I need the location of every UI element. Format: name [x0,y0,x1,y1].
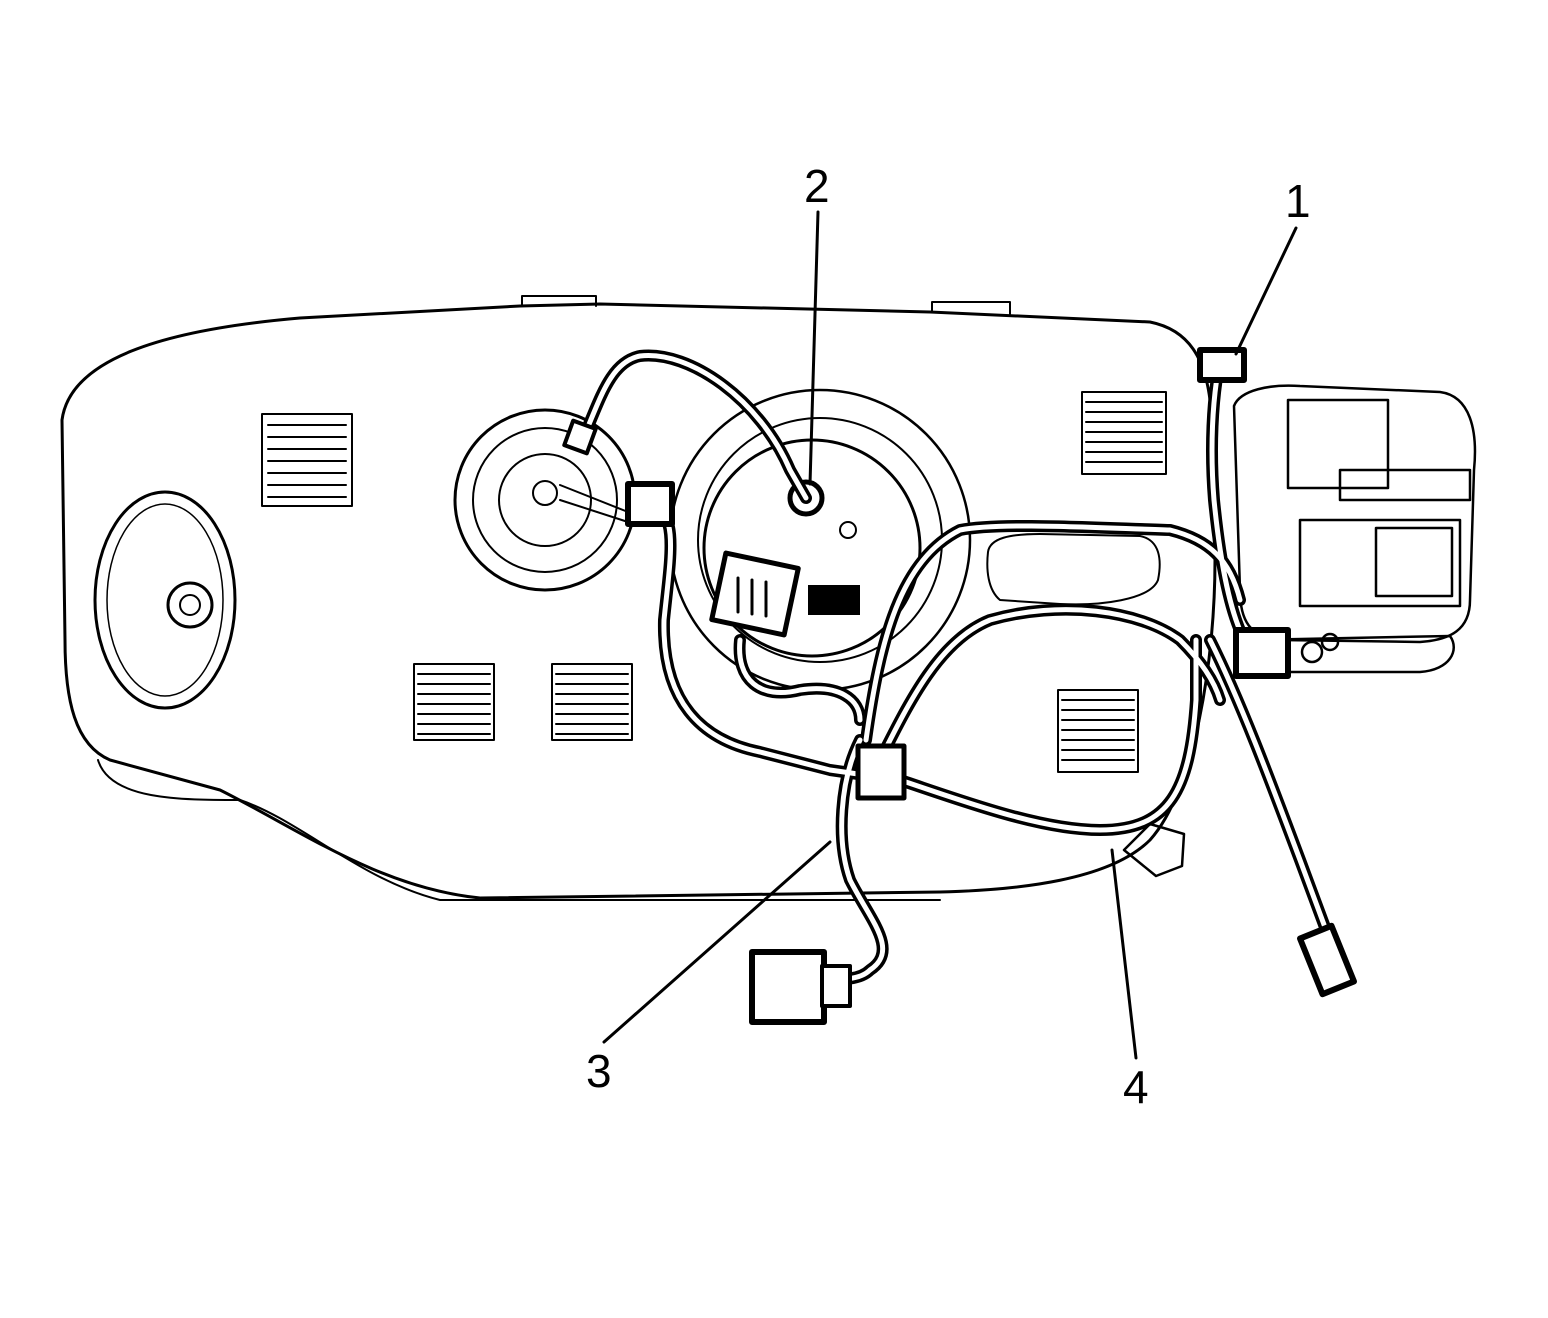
left-access-oval [93,490,237,710]
connector-right-lead-end [1296,922,1358,998]
connector-canister-upper [1197,347,1247,383]
connector-canister [1233,627,1291,679]
connector-main-bottom [749,949,852,1025]
evap-canister-assembly [1232,384,1477,674]
tank-lower-rim [97,759,941,901]
callout-1: 1 [1285,175,1311,227]
fuel-tank-outline [60,302,1217,900]
pump-module-port [839,521,857,539]
leader-line-1 [1234,226,1298,356]
left-sender-arm [559,484,629,523]
left-port-cap [166,581,214,629]
tank-center-recess [986,533,1161,606]
vent-grille-upper-left [261,413,353,507]
connector-left-sender-cap [562,418,598,456]
leader-line-3 [602,840,832,1044]
filler-neck-stub [1122,822,1186,878]
tank-top-bump-right [931,301,1011,315]
left-sender-cap [532,480,558,506]
pump-module-label [808,585,860,615]
left-access-oval-inner [106,503,224,697]
callout-2: 2 [804,160,830,212]
left-port-cap-inner [179,594,201,616]
callout-4: 4 [1123,1061,1149,1113]
connector-left-sender [625,481,675,527]
harness-clip-center [855,743,907,801]
pump-module-outlet [787,479,825,517]
left-sender-ring-mid [472,427,618,573]
tank-top-bump-left [521,295,597,307]
vent-grille-lower-right [1057,689,1139,773]
wire-harness [578,349,1332,985]
vent-grille-upper-right [1081,391,1167,475]
left-sender-ring-outer [453,408,637,592]
vent-grille-lower-left [413,663,495,741]
callout-3: 3 [586,1045,612,1097]
pump-module-ring-outer [668,388,972,692]
pump-module-connector [709,550,801,638]
vent-grille-lower-middle [551,663,633,741]
leader-line-4 [1110,848,1138,1060]
left-sender-ring-inner [498,453,592,547]
leader-line-2 [808,210,820,486]
